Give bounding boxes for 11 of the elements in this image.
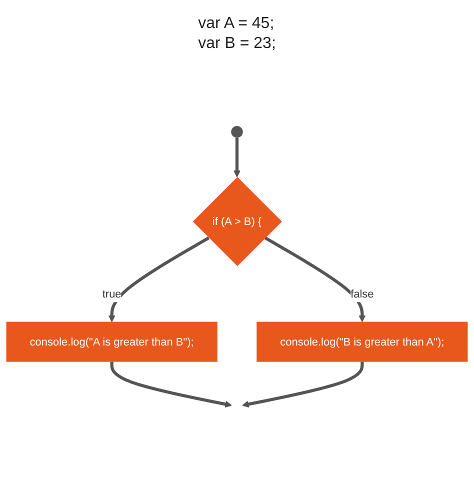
node-diamond: if (A > B) { <box>192 176 282 266</box>
arrow <box>108 236 210 322</box>
node-circle <box>231 126 243 138</box>
arrow <box>264 236 366 322</box>
arrow <box>234 138 240 178</box>
code-line: var B = 23; <box>198 34 276 54</box>
code-line: var A = 45; <box>198 14 276 34</box>
edge-label: true <box>102 287 122 300</box>
node-box: console.log("B is greater than A"); <box>256 322 468 362</box>
node-box: console.log("A is greater than B"); <box>6 322 218 362</box>
edge-label: false <box>350 287 374 300</box>
